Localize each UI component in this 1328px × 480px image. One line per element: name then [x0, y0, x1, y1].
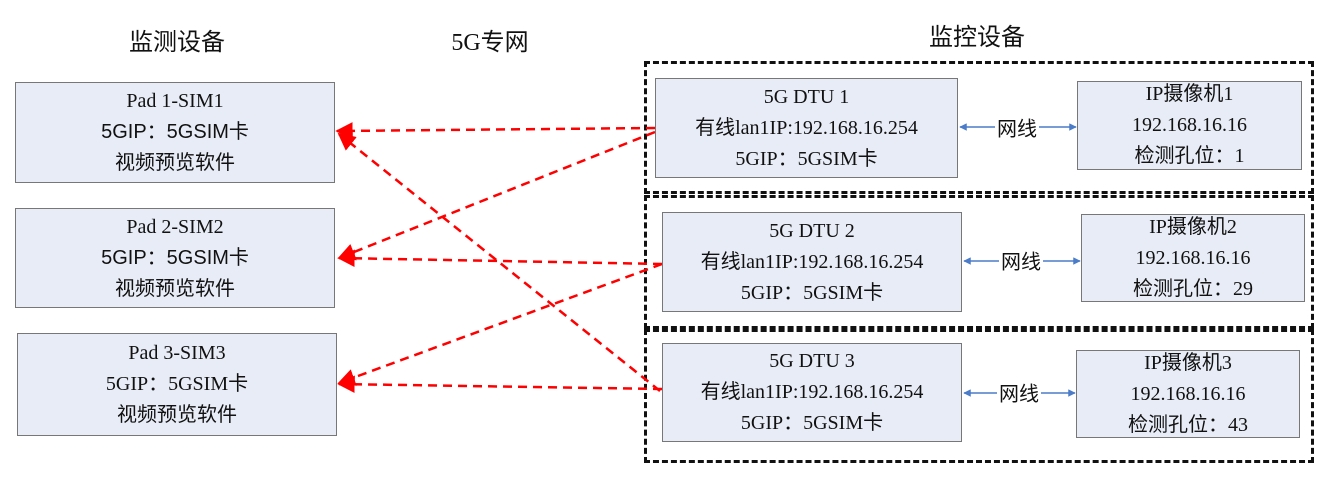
camera-name: IP摄像机1 — [1145, 83, 1234, 105]
link-dtu3-pad1 — [337, 132, 661, 392]
link-dtu2-pad2 — [337, 249, 663, 268]
pad-2: Pad 2-SIM2 5GIP：5GSIM卡 视频预览软件 — [15, 208, 335, 308]
dtu-2: 5G DTU 2 有线lan1IP:192.168.16.254 5GIP：5G… — [662, 212, 962, 312]
pad-software: 视频预览软件 — [115, 152, 235, 174]
link-dtu2-pad3 — [337, 262, 663, 386]
dtu-lan: 有线lan1IP:192.168.16.254 — [700, 250, 924, 273]
pad-ip: 5GIP：5GSIM卡 — [105, 373, 249, 395]
cable-label-1: 网线 — [995, 112, 1039, 142]
pad-software: 视频预览软件 — [117, 404, 237, 426]
link-dtu1-pad2 — [337, 130, 656, 261]
camera-2: IP摄像机2 192.168.16.16 检测孔位：29 — [1081, 214, 1305, 302]
pad-3: Pad 3-SIM3 5GIP：5GSIM卡 视频预览软件 — [17, 333, 337, 436]
pad-name: Pad 2-SIM2 — [126, 215, 224, 238]
camera-1: IP摄像机1 192.168.16.16 检测孔位：1 — [1077, 81, 1302, 170]
title-5g-network: 5G专网 — [451, 30, 529, 56]
dtu-name: 5G DTU 3 — [769, 350, 855, 372]
dtu-name: 5G DTU 1 — [763, 85, 850, 108]
camera-name: IP摄像机3 — [1144, 351, 1232, 374]
title-monitor-devices: 监测设备 — [129, 30, 225, 56]
camera-position: 检测孔位：29 — [1133, 277, 1253, 300]
cable-label-3: 网线 — [997, 377, 1041, 407]
dtu-ip: 5GIP：5GSIM卡 — [735, 147, 878, 170]
pad-name: Pad 1-SIM1 — [126, 90, 224, 112]
device-group-3 — [644, 329, 1314, 463]
device-group-1 — [644, 61, 1314, 194]
pad-name: Pad 3-SIM3 — [128, 342, 226, 364]
camera-3: IP摄像机3 192.168.16.16 检测孔位：43 — [1076, 350, 1300, 438]
pad-ip: 5GIP：5GSIM卡 — [101, 121, 249, 143]
dtu-lan: 有线lan1IP:192.168.16.254 — [695, 116, 918, 139]
dtu-3: 5G DTU 3 有线lan1IP:192.168.16.254 5GIP：5G… — [662, 343, 962, 442]
link-dtu3-pad3 — [337, 375, 663, 393]
link-dtu1-pad1 — [335, 122, 656, 140]
camera-name: IP摄像机2 — [1149, 215, 1237, 238]
cable-label-2: 网线 — [999, 245, 1043, 275]
camera-ip: 192.168.16.16 — [1130, 382, 1246, 405]
pad-software: 视频预览软件 — [115, 277, 235, 300]
camera-position: 检测孔位：43 — [1128, 413, 1248, 436]
camera-ip: 192.168.16.16 — [1132, 114, 1247, 136]
dtu-name: 5G DTU 2 — [769, 219, 855, 242]
pad-1: Pad 1-SIM1 5GIP：5GSIM卡 视频预览软件 — [15, 82, 335, 183]
pad-ip: 5GIP：5GSIM卡 — [101, 246, 249, 269]
camera-position: 检测孔位：1 — [1134, 145, 1245, 167]
title-control-devices: 监控设备 — [929, 25, 1025, 51]
dtu-ip: 5GIP：5GSIM卡 — [740, 281, 884, 304]
dtu-1: 5G DTU 1 有线lan1IP:192.168.16.254 5GIP：5G… — [655, 78, 958, 178]
device-group-2 — [644, 195, 1314, 329]
camera-ip: 192.168.16.16 — [1135, 246, 1251, 269]
dtu-ip: 5GIP：5GSIM卡 — [740, 412, 884, 434]
dtu-lan: 有线lan1IP:192.168.16.254 — [700, 381, 924, 403]
